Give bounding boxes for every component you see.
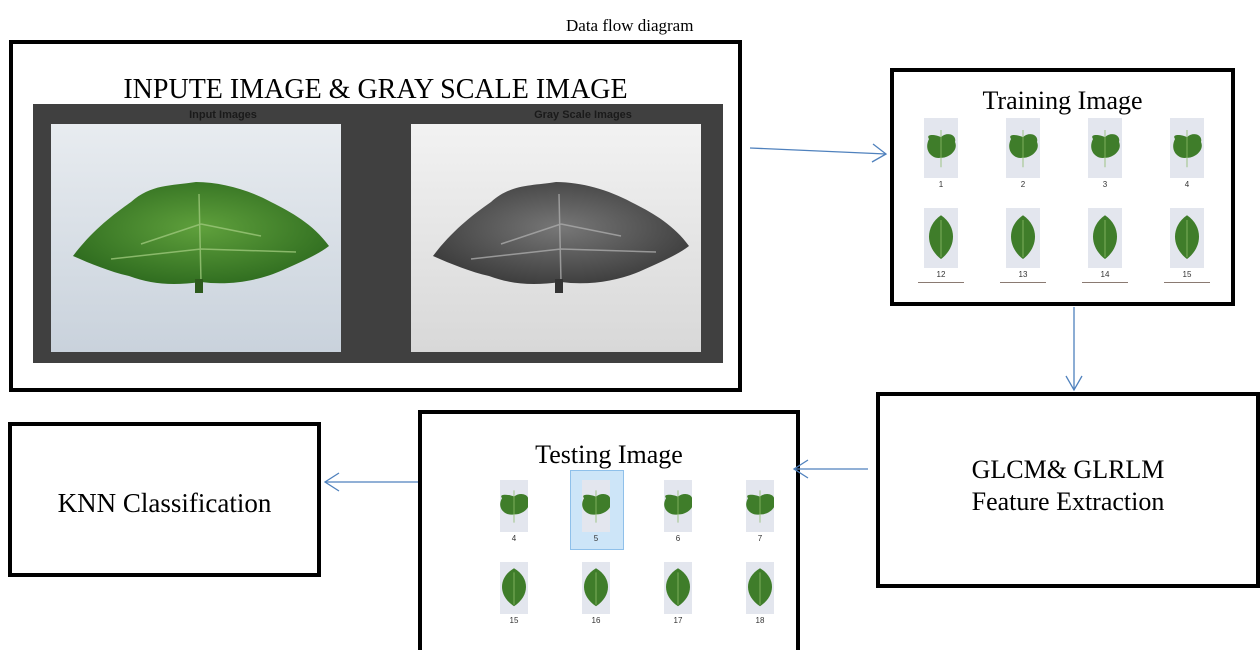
leaf-thumbnail-icon — [746, 480, 775, 537]
leaf-thumbnail-icon — [500, 480, 529, 537]
grayscale-images-label: Gray Scale Images — [534, 109, 632, 121]
image-comparison-panel: Input Images Gray Scale Images — [33, 104, 723, 363]
feature-extraction-line1: GLCM& GLRLM — [971, 455, 1165, 484]
thumbnail-number: 2 — [1020, 180, 1026, 189]
feature-extraction-text: GLCM& GLRLM Feature Extraction — [880, 454, 1256, 518]
leaf-thumbnail-icon — [664, 480, 693, 537]
arrow-testing-to-knn — [323, 472, 418, 492]
thumbnail-number: 3 — [1102, 180, 1108, 189]
thumbnail-number: 5 — [593, 534, 599, 543]
testing-image-title: Testing Image — [535, 440, 683, 469]
training-image-box: Training Image 1 2 3 4 12 13 14 15 — [890, 68, 1235, 306]
thumbnail-number: 13 — [1018, 270, 1028, 279]
thumbnail-number: 15 — [1182, 270, 1192, 279]
leaf-thumbnail-icon — [924, 208, 958, 273]
leaf-photo-icon — [51, 124, 341, 352]
diagram-caption: Data flow diagram — [566, 16, 694, 35]
leaf-thumbnail-icon — [664, 562, 692, 619]
thumbnail-number: 1 — [938, 180, 944, 189]
thumbnail-underline — [1164, 282, 1210, 283]
input-images-label: Input Images — [189, 109, 257, 121]
thumbnail-underline — [1000, 282, 1046, 283]
leaf-thumbnail-icon — [500, 562, 528, 619]
input-grayscale-title: INPUTE IMAGE & GRAY SCALE IMAGE — [123, 74, 628, 105]
thumbnail-number: 16 — [591, 616, 601, 625]
leaf-thumbnail-icon — [924, 118, 958, 183]
leaf-thumbnail-icon — [1170, 118, 1204, 183]
training-image-title: Training Image — [982, 86, 1143, 115]
thumbnail-underline — [1082, 282, 1128, 283]
thumbnail-number: 18 — [755, 616, 765, 625]
thumbnail-number: 4 — [511, 534, 517, 543]
feature-extraction-line2: Feature Extraction — [971, 487, 1165, 516]
arrow-feature-to-testing — [792, 459, 868, 479]
thumbnail-number: 6 — [675, 534, 681, 543]
leaf-thumbnail-icon — [1088, 118, 1122, 183]
leaf-thumbnail-icon — [746, 562, 774, 619]
leaf-thumbnail-icon — [582, 562, 610, 619]
input-grayscale-box: INPUTE IMAGE & GRAY SCALE IMAGE Input Im… — [9, 40, 742, 392]
leaf-thumbnail-icon — [1088, 208, 1122, 273]
leaf-thumbnail-icon — [1006, 208, 1040, 273]
thumbnail-number: 12 — [936, 270, 946, 279]
thumbnail-number: 4 — [1184, 180, 1190, 189]
leaf-thumbnail-icon — [582, 480, 611, 537]
grayscale-leaf-photo-icon — [411, 124, 701, 352]
feature-extraction-box: GLCM& GLRLM Feature Extraction — [876, 392, 1260, 588]
knn-classification-box: KNN Classification — [8, 422, 321, 577]
testing-image-box: Testing Image 4 5 6 7 15 16 17 18 — [418, 410, 800, 650]
knn-classification-title: KNN Classification — [57, 488, 272, 518]
leaf-thumbnail-icon — [1170, 208, 1204, 273]
thumbnail-number: 15 — [509, 616, 519, 625]
thumbnail-number: 17 — [673, 616, 683, 625]
thumbnail-number: 7 — [757, 534, 763, 543]
arrow-training-to-feature — [1065, 307, 1083, 392]
arrow-input-to-training — [749, 143, 888, 163]
leaf-thumbnail-icon — [1006, 118, 1040, 183]
thumbnail-underline — [918, 282, 964, 283]
thumbnail-number: 14 — [1100, 270, 1110, 279]
